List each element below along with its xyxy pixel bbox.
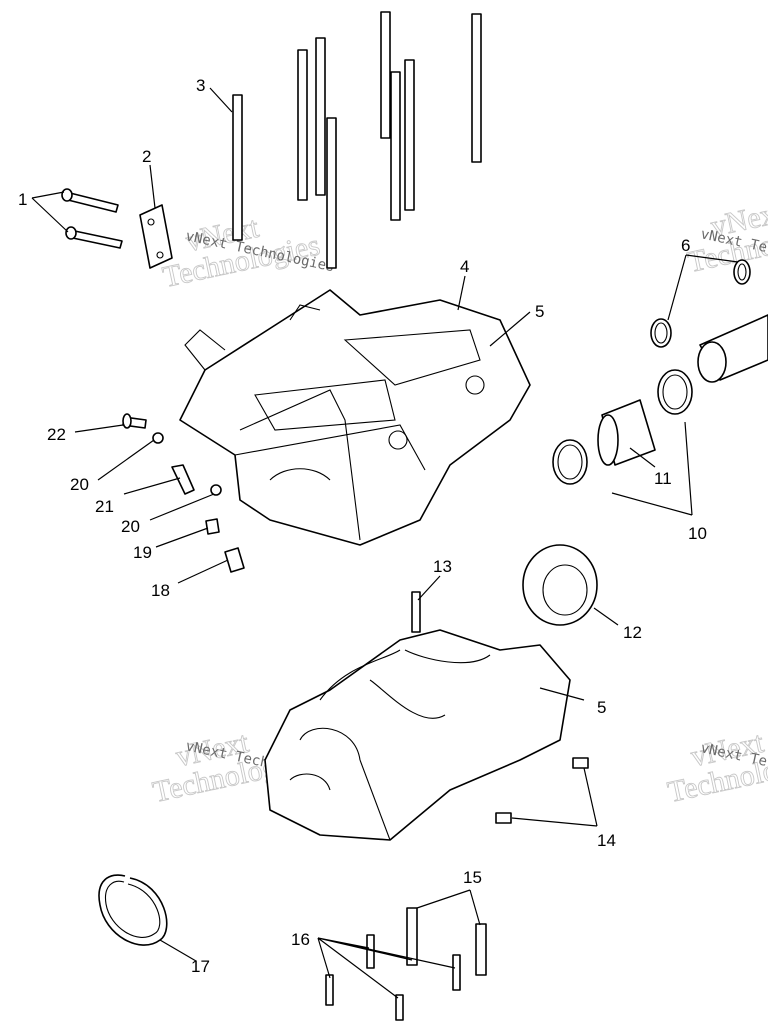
callout-2: 2 <box>142 147 151 166</box>
part-o-rings <box>650 259 768 383</box>
callout-labels: 1 2 3 4 5 6 10 11 12 5 13 14 15 16 17 18… <box>18 76 707 976</box>
callout-3: 3 <box>196 76 205 95</box>
part-seal <box>522 544 598 626</box>
callout-5-upper: 5 <box>535 302 544 321</box>
upper-crankcase <box>179 289 531 546</box>
callout-12: 12 <box>623 623 642 642</box>
callout-1: 1 <box>18 190 27 209</box>
callout-4: 4 <box>460 257 469 276</box>
part-snap-ring <box>98 874 168 946</box>
part-studs <box>232 11 482 269</box>
callout-21: 21 <box>95 497 114 516</box>
callout-14: 14 <box>597 831 616 850</box>
part-plugs <box>495 757 589 824</box>
callout-20-upper: 20 <box>70 475 89 494</box>
part-small-hardware <box>122 413 245 573</box>
callout-11: 11 <box>654 469 672 488</box>
part-bolts <box>325 907 487 1021</box>
callout-10: 10 <box>688 524 707 543</box>
callout-20-lower: 20 <box>121 517 140 536</box>
leader-lines <box>31 87 739 999</box>
callout-22: 22 <box>47 425 66 444</box>
callout-13: 13 <box>433 557 452 576</box>
callout-16: 16 <box>291 930 310 949</box>
callout-6: 6 <box>681 236 690 255</box>
part-cover-plate <box>139 204 173 269</box>
part-hose-clamps <box>552 369 693 485</box>
callout-17: 17 <box>191 957 210 976</box>
callout-18: 18 <box>151 581 170 600</box>
callout-5-lower: 5 <box>597 698 606 717</box>
callout-19: 19 <box>133 543 152 562</box>
callout-15: 15 <box>463 868 482 887</box>
lower-crankcase <box>264 591 571 841</box>
part-pins <box>61 188 123 249</box>
